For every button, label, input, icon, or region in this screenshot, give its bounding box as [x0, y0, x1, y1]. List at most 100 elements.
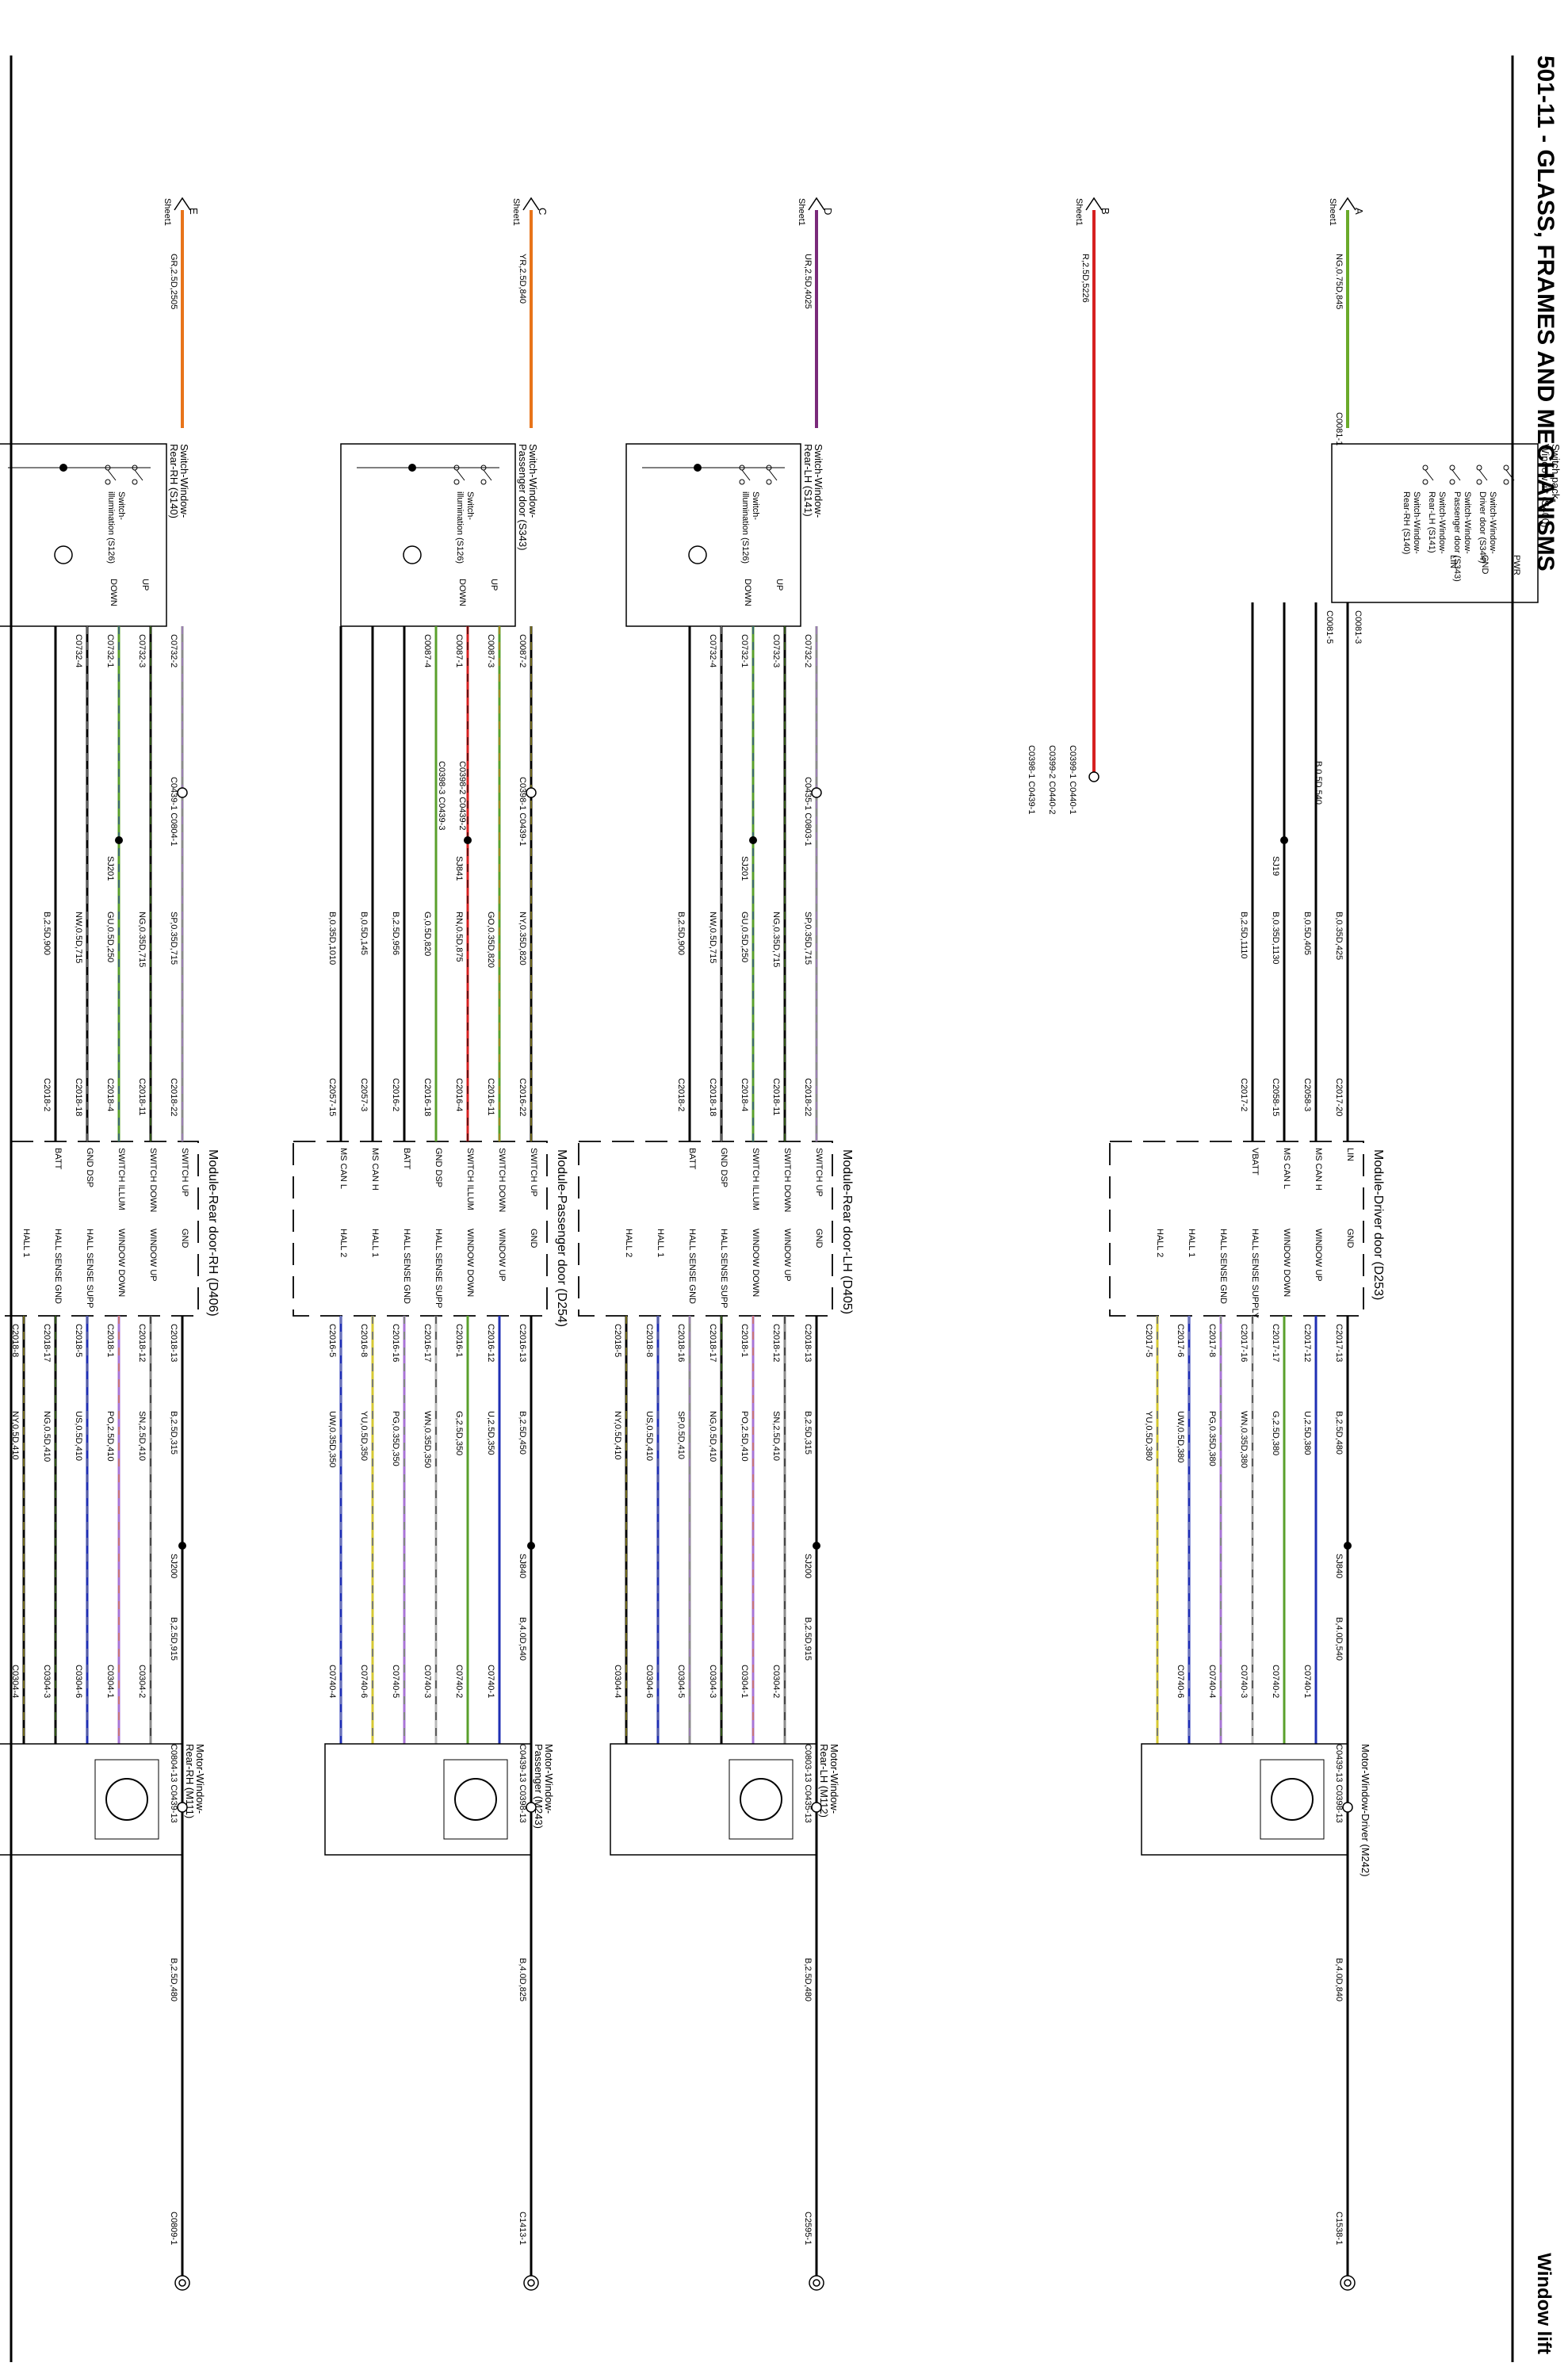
connector-label: C2016-1	[454, 1324, 464, 1357]
connector-label: C2018-4	[740, 1078, 749, 1111]
wire-label: B,4.0D,540	[1334, 1617, 1344, 1661]
wire-label: SP,0.35D,715	[803, 912, 813, 965]
connector-label: C0398-1 C0439-1	[1027, 745, 1036, 814]
module-pin-in: BATT	[402, 1148, 411, 1170]
sheet-arrow	[174, 197, 191, 211]
connector-label: C0740-1	[1302, 1665, 1312, 1698]
motor-icon	[740, 1778, 782, 1821]
motor-title: Motor-Window-Driver (M242)	[1360, 1744, 1371, 1877]
splice-label: SJ840	[518, 1554, 527, 1578]
motor-box	[1141, 1743, 1348, 1856]
connector-label: C0804-13 C0439-13	[169, 1744, 178, 1823]
splice-label: SJ201	[105, 856, 115, 881]
sheet-letter: B	[1100, 208, 1111, 215]
connector-label: C0740-4	[327, 1665, 337, 1698]
switch-contacts	[1422, 465, 1515, 485]
contact-blade	[483, 469, 492, 481]
module-pin-out: HALL SENSE GND	[687, 1229, 697, 1304]
switch-pin-label: GND	[1480, 555, 1490, 575]
motor-icon	[105, 1778, 148, 1821]
switch-title: Switch pack-Window lift (S400)	[1539, 444, 1562, 527]
motor-icon	[454, 1778, 497, 1821]
ground-icon-inner	[813, 2279, 820, 2287]
connector-label: C0081-3	[1353, 610, 1363, 644]
motor-icon	[1271, 1778, 1314, 1821]
wire-label: UW,0.5D,380	[1176, 1411, 1185, 1462]
connector-label: C2018-5	[613, 1324, 622, 1357]
switch-pin-label: UP	[140, 579, 150, 591]
connector-label: C0732-4	[708, 634, 717, 667]
motor-title-line: Motor-Window-	[543, 1744, 555, 1814]
wire-label: NG,0.35D,715	[771, 912, 781, 967]
connector-label: C2018-22	[803, 1078, 813, 1116]
switch-pin-label: DOWN	[457, 579, 467, 606]
connector-label: C2016-11	[486, 1078, 495, 1116]
connector-label: C1538-1	[1334, 2212, 1344, 2245]
wire-label: NY,0.5D,410	[613, 1411, 622, 1460]
module-pin-out: WINDOW DOWN	[751, 1229, 760, 1297]
wire-label: YU,0.5D,380	[1144, 1411, 1153, 1461]
wire-label: NY,0.35D,820	[518, 912, 527, 965]
wire-label: B,2.5D,450	[518, 1411, 527, 1455]
connector-label: C2018-13	[803, 1324, 813, 1362]
motor-title-line: Rear-RH (M111)	[184, 1744, 196, 1818]
wire-label: NG,0.5D,410	[708, 1411, 717, 1462]
connector-label: C2018-2	[42, 1078, 52, 1111]
sheet-letter: D	[822, 208, 834, 215]
module-pin-out: HALL 1	[370, 1229, 380, 1257]
connector-label: C2017-6	[1176, 1324, 1185, 1357]
inline-connector	[177, 787, 188, 798]
module-box	[1109, 1141, 1364, 1317]
contact-dot	[1503, 479, 1509, 485]
switch-box	[0, 443, 167, 627]
connector-label: C0304-6	[644, 1665, 654, 1698]
module-pin-out: WINDOW DOWN	[465, 1229, 475, 1297]
sheet-letter: E	[188, 208, 200, 215]
contact-dot	[1449, 465, 1455, 471]
module-pin-out: HALL SENSE SUPP	[85, 1229, 94, 1308]
sheet-letter: A	[1353, 208, 1365, 215]
switch-pin-label: PWR	[1512, 555, 1521, 575]
wire-label: WN,0.35D,380	[1239, 1411, 1249, 1468]
module-pin-in: SWITCH ILLUM	[465, 1148, 475, 1210]
motor-inner-box	[1260, 1759, 1325, 1840]
connector-label: C0398-2 C0439-2	[457, 761, 467, 830]
switch-title: Switch-Window-Rear-RH (S140)	[168, 444, 190, 518]
module-pin-out: WINDOW UP	[497, 1229, 507, 1282]
connector-label: C2017-16	[1239, 1324, 1249, 1362]
wire-label: B,2.5D,315	[169, 1411, 178, 1455]
sheet-label: Sheet1	[1074, 198, 1084, 226]
module-pin-in: MS CAN H	[370, 1148, 380, 1191]
connector-label: C0732-1	[105, 634, 115, 667]
connector-label: C2057-15	[327, 1078, 337, 1116]
motor-box	[0, 1743, 183, 1856]
connector-label: C2018-16	[676, 1324, 686, 1362]
module-pin-in: SWITCH ILLUM	[117, 1148, 126, 1210]
contact-blade	[741, 469, 751, 481]
wire-label: B,0.5D,145	[359, 912, 369, 955]
wire-label: G,0.5D,820	[423, 912, 432, 956]
connector-label: C2018-2	[676, 1078, 686, 1111]
connector-label: C2018-18	[74, 1078, 83, 1116]
contact-dot	[766, 479, 772, 485]
sheet-wire-label: YR,2.5D,840	[518, 254, 527, 304]
switch-title-line: Switch-Window-	[178, 444, 190, 518]
sheet-wire-label: UR,2.5D,4025	[803, 254, 813, 309]
splice-label: SJ200	[169, 1554, 178, 1578]
battery-wire-label: R,2.5D,5226	[1080, 254, 1090, 303]
connector-label: C0732-2	[169, 634, 178, 667]
connector-label: C2018-11	[137, 1078, 147, 1116]
switch-inner-label-line: Switch-Window-	[1488, 491, 1497, 554]
wire-label: B,4.0D,840	[1334, 1958, 1344, 2001]
module-box	[0, 1141, 199, 1317]
module-title: Module-Passenger door (D254)	[555, 1149, 568, 1327]
switch-contacts	[105, 465, 143, 485]
connector-label: C0399-1 C0440-1	[1068, 745, 1077, 814]
connector-label: C0740-4	[1207, 1665, 1217, 1698]
wire-label: B,0.35D,425	[1334, 912, 1344, 960]
wire-label: GU,0.5D,250	[740, 912, 749, 962]
module-pin-out: HALL SENSE GND	[1218, 1229, 1228, 1304]
inline-connector	[1342, 1802, 1353, 1813]
ground-splice-dot	[178, 1542, 186, 1550]
